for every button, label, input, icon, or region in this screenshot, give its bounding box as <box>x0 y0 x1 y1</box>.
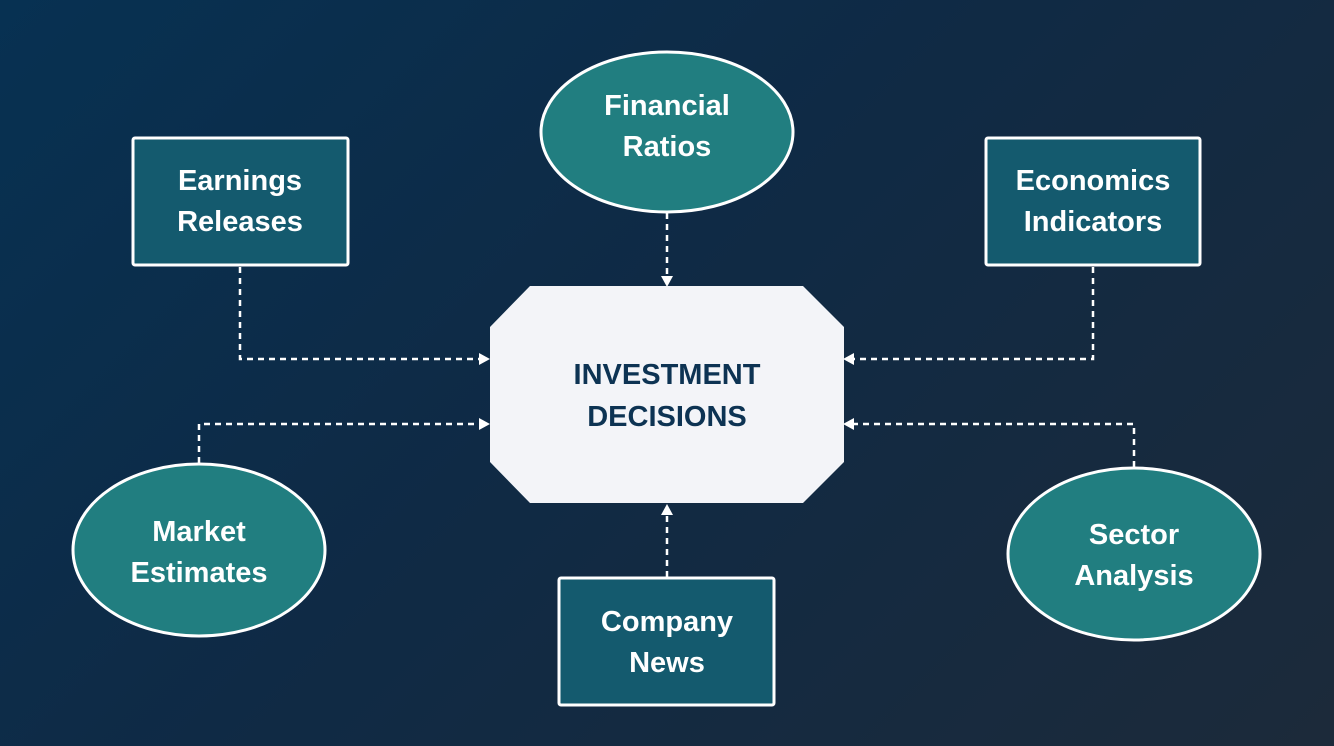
sector-analysis-ellipse <box>1006 466 1262 642</box>
arrowhead-market-estimates <box>479 418 490 430</box>
center-hub: INVESTMENT DECISIONS <box>490 286 844 503</box>
node-earnings-releases: Earnings Releases <box>131 136 350 267</box>
financial-ratios-label-line-2: Ratios <box>623 131 712 163</box>
company-news-box <box>557 576 776 707</box>
company-news-label-line-2: News <box>629 647 705 679</box>
financial-ratios-ellipse <box>539 50 795 214</box>
connector-market-estimates <box>197 422 479 463</box>
center-title-line-2: DECISIONS <box>587 401 747 433</box>
arrowhead-company-news <box>661 504 673 515</box>
center-hub-shape <box>490 286 844 503</box>
connector-earnings-releases <box>238 267 479 361</box>
economics-indicators-label-line-1: Economics <box>1016 165 1171 197</box>
market-estimates-label-line-1: Market <box>152 516 246 548</box>
economics-indicators-box <box>984 136 1202 267</box>
node-market-estimates: Market Estimates <box>71 462 327 638</box>
arrowhead-sector-analysis <box>843 418 854 430</box>
company-news-label-line-1: Company <box>601 606 733 638</box>
node-sector-analysis: Sector Analysis <box>1006 466 1262 642</box>
connectors <box>197 213 1136 577</box>
node-financial-ratios: Financial Ratios <box>539 50 795 214</box>
economics-indicators-label-line-2: Indicators <box>1024 206 1163 238</box>
earnings-releases-box <box>131 136 350 267</box>
sector-analysis-label-line-1: Sector <box>1089 519 1179 551</box>
node-economics-indicators: Economics Indicators <box>984 136 1202 267</box>
arrowhead-earnings-releases <box>479 353 490 365</box>
earnings-releases-label-line-1: Earnings <box>178 165 302 197</box>
node-company-news: Company News <box>557 576 776 707</box>
market-estimates-label-line-2: Estimates <box>130 557 267 589</box>
market-estimates-ellipse <box>71 462 327 638</box>
connector-economics-indicators <box>854 267 1095 361</box>
arrowhead-financial-ratios <box>661 276 673 287</box>
center-title-line-1: INVESTMENT <box>574 359 761 391</box>
sector-analysis-label-line-2: Analysis <box>1074 560 1193 592</box>
earnings-releases-label-line-2: Releases <box>177 206 303 238</box>
arrowhead-economics-indicators <box>843 353 854 365</box>
connector-sector-analysis <box>854 422 1136 467</box>
financial-ratios-label-line-1: Financial <box>604 90 730 122</box>
